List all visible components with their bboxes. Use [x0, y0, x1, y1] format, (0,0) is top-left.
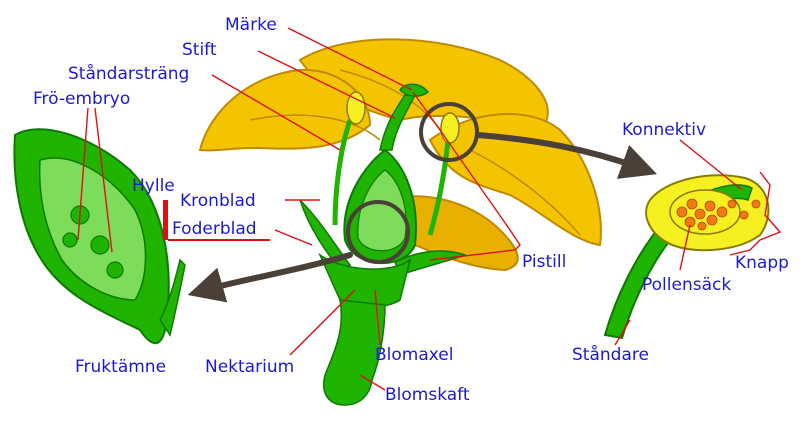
labels: Märke Stift Ståndarsträng Frö-embryo Hyl…: [33, 15, 789, 405]
ovary-detail-stalk: [159, 258, 186, 337]
seed-embryos: [62, 205, 124, 279]
ovary-detail: [13, 128, 186, 345]
pollen-grain: [694, 208, 706, 220]
label-blomaxel: Blomaxel: [375, 345, 453, 365]
leader-standare: [614, 319, 631, 346]
filament-left: [332, 119, 353, 226]
left-petal: [198, 68, 372, 152]
leader-stift: [257, 50, 396, 119]
leader-lines: [77, 27, 782, 391]
anther-right: [440, 112, 460, 144]
flower-stalk: [323, 299, 386, 406]
pollen-grains: [676, 198, 761, 231]
leader-pollensack: [679, 224, 691, 271]
leader-knapp: [729, 171, 782, 256]
pollen-grain: [739, 210, 749, 220]
label-stift: Stift: [182, 40, 217, 60]
seed-2: [90, 235, 110, 255]
seed-4: [62, 232, 78, 248]
label-knapp: Knapp: [735, 253, 789, 273]
pollen-grain: [706, 214, 718, 226]
sepal-right: [394, 250, 468, 276]
flower-base: [299, 199, 468, 406]
label-pollensack: Pollensäck: [642, 275, 731, 295]
pollen-grain: [751, 199, 761, 209]
leader-marke: [287, 27, 413, 91]
leader-nektarium: [289, 289, 356, 356]
petal-vein-1: [249, 114, 381, 141]
label-blomskaft: Blomskaft: [385, 385, 470, 405]
leader-konnektiv: [679, 139, 743, 191]
label-fruktamne: Fruktämne: [75, 357, 166, 377]
pollen-grain: [676, 206, 688, 218]
arrow-to-stamen: [475, 132, 657, 179]
leader-standarstrang: [211, 74, 341, 151]
label-standarstrang: Ståndarsträng: [68, 63, 189, 84]
zoom-circle-anther: [419, 102, 479, 162]
label-kronblad: Kronblad: [180, 191, 256, 211]
leader-foderblad: [274, 229, 313, 246]
label-fro-embryo: Frö-embryo: [33, 89, 130, 109]
leader-fro-embryo-1: [77, 107, 89, 241]
anther-left: [346, 91, 366, 125]
pollen-grain: [686, 198, 698, 210]
label-konnektiv: Konnektiv: [622, 120, 706, 140]
arrow-to-ovary: [187, 252, 353, 303]
label-hylle: Hylle: [132, 176, 175, 196]
leader-pistill: [412, 91, 521, 261]
label-foderblad: Foderblad: [172, 219, 257, 239]
pollen-grain: [697, 221, 707, 231]
stamen-detail: [603, 174, 770, 340]
leader-fro-embryo-2: [94, 107, 113, 253]
pollen-grain: [727, 199, 737, 209]
ovary-inner: [357, 169, 407, 252]
hylle-bracket: [163, 200, 168, 240]
label-marke: Märke: [225, 15, 277, 35]
label-pistill: Pistill: [522, 252, 566, 272]
zoom-circle-ovary: [346, 200, 410, 264]
label-standare: Ståndare: [572, 344, 649, 365]
petal-vein-3: [469, 149, 581, 236]
leader-blomskaft: [359, 374, 386, 391]
leader-blomaxel: [374, 289, 381, 346]
pollen-grain: [704, 200, 716, 212]
seed-3: [106, 261, 124, 279]
label-nektarium: Nektarium: [205, 357, 294, 377]
pollen-grain: [716, 206, 728, 218]
filament-right: [427, 139, 451, 236]
stamens-main: [332, 91, 460, 236]
